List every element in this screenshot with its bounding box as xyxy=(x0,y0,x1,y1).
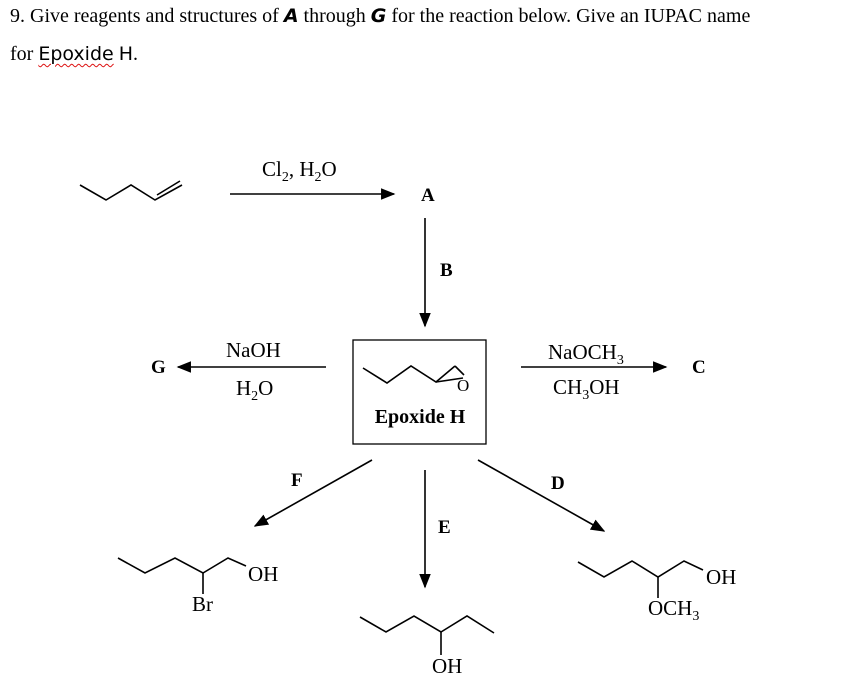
epoxide-box xyxy=(352,339,487,445)
question-line-1: 9. Give reagents and structures of A thr… xyxy=(10,4,750,28)
label-A: A xyxy=(421,185,435,206)
label-D: D xyxy=(551,473,565,494)
reagent-naoch3: NaOCH3 xyxy=(548,340,624,368)
bromohydrin-br: Br xyxy=(192,592,213,616)
reagent-cl2-h2o: Cl2, H2O xyxy=(262,157,337,185)
epoxide-chain xyxy=(362,365,456,384)
methoxy-alcohol-och3: OCH3 xyxy=(648,596,699,624)
epoxide-ring-bond-1 xyxy=(435,377,464,383)
question-line-2: for Epoxide H. xyxy=(10,42,138,66)
epoxide-label: Epoxide H xyxy=(375,406,466,428)
label-H-handwritten: H xyxy=(118,43,134,65)
methoxy-alcohol-oh: OH xyxy=(706,565,736,589)
product-methoxy-alcohol xyxy=(577,560,704,598)
starting-alkene xyxy=(79,180,183,201)
methoxy-alcohol-chain xyxy=(577,560,704,578)
alkene-chain xyxy=(79,184,183,201)
alkene-double-bond xyxy=(156,180,181,196)
question-period: . xyxy=(133,43,139,65)
reagent-naoh: NaOH xyxy=(226,338,281,362)
bromohydrin-oh: OH xyxy=(248,562,278,586)
epoxide-structure xyxy=(362,365,465,384)
alcohol-oh: OH xyxy=(432,654,462,678)
label-G: G xyxy=(151,357,166,378)
question-text-b: for the reaction below. Give an IUPAC na… xyxy=(391,5,751,27)
epoxide-ring-bond-2 xyxy=(454,365,465,376)
label-A-handwritten: A xyxy=(283,5,299,27)
alcohol-chain xyxy=(359,615,495,634)
label-B: B xyxy=(440,260,453,281)
reagent-ch3oh: CH3OH xyxy=(553,375,620,403)
product-bromohydrin xyxy=(117,557,247,594)
label-C: C xyxy=(692,357,706,378)
question-for: for xyxy=(10,43,34,65)
question-text-a: Give reagents and structures of xyxy=(30,5,279,27)
reagent-h2o: H2O xyxy=(236,376,273,404)
question-number: 9. xyxy=(10,5,25,27)
epoxide-word: Epoxide xyxy=(38,43,114,65)
arrow-D xyxy=(477,459,606,532)
bromohydrin-chain xyxy=(117,557,247,574)
label-G-handwritten: G xyxy=(370,5,387,27)
arrow-F xyxy=(253,459,373,527)
label-F: F xyxy=(291,470,303,491)
question-through: through xyxy=(303,5,366,27)
product-alcohol xyxy=(359,615,495,655)
label-E: E xyxy=(438,517,451,538)
epoxide-oxygen: O xyxy=(457,376,469,395)
